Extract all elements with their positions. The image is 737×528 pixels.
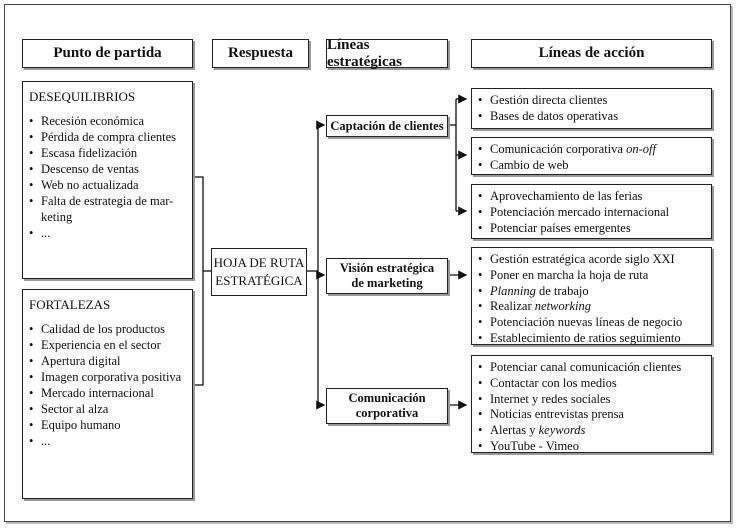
header-lineas-de-accion-label: Líneas de acción	[538, 45, 645, 61]
list-item: Planning de trabajo	[478, 284, 705, 300]
fortalezas-list: Calidad de los productos Experiencia en …	[29, 321, 186, 449]
list-item: Equipo humano	[29, 417, 186, 433]
list-item: Potenciar canal comunicación clientes	[478, 360, 705, 376]
list-item: Gestión directa clientes	[478, 93, 705, 109]
header-lineas-estrategicas-label: Líneas estratégicas	[327, 36, 402, 70]
list-item: Contactar con los medios	[478, 376, 705, 392]
list-item: ...	[29, 225, 186, 241]
action-text-italic: Planning	[490, 283, 536, 298]
list-item: Aprovechamiento de las ferias	[478, 189, 705, 205]
fortalezas-title: FORTALEZAS	[29, 297, 111, 312]
fortalezas-box: FORTALEZAS Calidad de los productos Expe…	[22, 289, 193, 499]
list-item: Experiencia en el sector	[29, 337, 186, 353]
list-item: ...	[29, 433, 186, 449]
list-item: Noticias entrevistas prensa	[478, 407, 705, 423]
list-item: Imagen corporativa positiva	[29, 369, 186, 385]
action-text-italic: keywords	[538, 423, 586, 438]
list-item: Falta de estrategia de mar-	[29, 193, 186, 209]
header-lineas-estrategicas: Líneas estratégicas	[326, 36, 448, 70]
list-item: Descenso de ventas	[29, 161, 186, 177]
list-item: Cambio de web	[478, 158, 705, 174]
action-text: Realizar	[490, 299, 535, 314]
list-item: Potenciación mercado internacional	[478, 205, 705, 221]
strategy-vision-line1: Visión estratégica	[339, 261, 435, 275]
action-text-italic: networking	[534, 299, 592, 314]
hoja-de-ruta-line2: ESTRATÉGICA	[215, 273, 303, 288]
list-item: YouTube - Vimeo	[478, 439, 705, 455]
header-respuesta-label: Respuesta	[227, 45, 293, 61]
strategy-captacion-box: Captación de clientes	[326, 115, 448, 137]
list-item: Realizar networking	[478, 299, 705, 315]
list-item: Mercado internacional	[29, 385, 186, 401]
header-punto-de-partida-label: Punto de partida	[53, 45, 162, 61]
list-item: Internet y redes sociales	[478, 392, 705, 408]
strategy-captacion-label: Captación de clientes	[330, 118, 444, 133]
list-item: Apertura digital	[29, 353, 186, 369]
list-item: Sector al alza	[29, 401, 186, 417]
list-item: Gestión estratégica acorde siglo XXI	[478, 252, 705, 268]
action-box-4: Gestión estratégica acorde siglo XXI Pon…	[471, 247, 712, 347]
list-item: Bases de datos operativas	[478, 109, 705, 125]
hoja-de-ruta-line1: HOJA DE RUTA	[213, 255, 305, 270]
header-punto-de-partida: Punto de partida	[22, 39, 193, 68]
action-text: Alertas y	[490, 423, 539, 438]
action-text: de trabajo	[535, 283, 589, 298]
connector-left-bracket	[193, 176, 204, 386]
action-box-2: Comunicación corporativa on-off Cambio d…	[471, 137, 712, 175]
list-item: Pérdida de compra clientes	[29, 129, 186, 145]
list-item: Calidad de los productos	[29, 321, 186, 337]
desequilibrios-list: Recesión económica Pérdida de compra cli…	[29, 113, 186, 241]
list-item: Comunicación corporativa on-off	[478, 142, 705, 158]
list-item: Potenciar países emergentes	[478, 221, 705, 237]
diagram-frame	[4, 4, 731, 522]
list-item: Escasa fidelización	[29, 145, 186, 161]
strategy-comunicacion-box: Comunicación corporativa	[326, 388, 448, 424]
strategy-vision-line2: de marketing	[351, 276, 423, 290]
header-respuesta: Respuesta	[212, 39, 309, 68]
list-item: Web no actualizada	[29, 177, 186, 193]
strategy-comunicacion-line2: corporativa	[355, 406, 419, 420]
desequilibrios-title: DESEQUILIBRIOS	[29, 89, 136, 104]
list-item-continuation: keting	[41, 210, 73, 224]
action-box-1: Gestión directa clientes Bases de datos …	[471, 88, 712, 129]
list-item: Recesión económica	[29, 113, 186, 129]
action-box-5: Potenciar canal comunicación clientes Co…	[471, 355, 712, 455]
action-text-italic: on-off	[626, 142, 656, 156]
action-text: Comunicación corporativa	[490, 142, 627, 156]
strategy-comunicacion-line1: Comunicación	[348, 391, 426, 405]
header-lineas-de-accion: Líneas de acción	[471, 39, 712, 68]
desequilibrios-box: DESEQUILIBRIOS Recesión económica Pérdid…	[22, 81, 193, 279]
strategy-vision-box: Visión estratégica de marketing	[326, 258, 448, 294]
hoja-de-ruta-box: HOJA DE RUTA ESTRATÉGICA	[211, 248, 307, 296]
list-item: Alertas y keywords	[478, 423, 705, 439]
list-item: Poner en marcha la hoja de ruta	[478, 268, 705, 284]
action-box-3: Aprovechamiento de las ferias Potenciaci…	[471, 184, 712, 239]
list-item: Establecimiento de ratios seguimiento	[478, 331, 705, 347]
list-item: Potenciación nuevas líneas de negocio	[478, 315, 705, 331]
